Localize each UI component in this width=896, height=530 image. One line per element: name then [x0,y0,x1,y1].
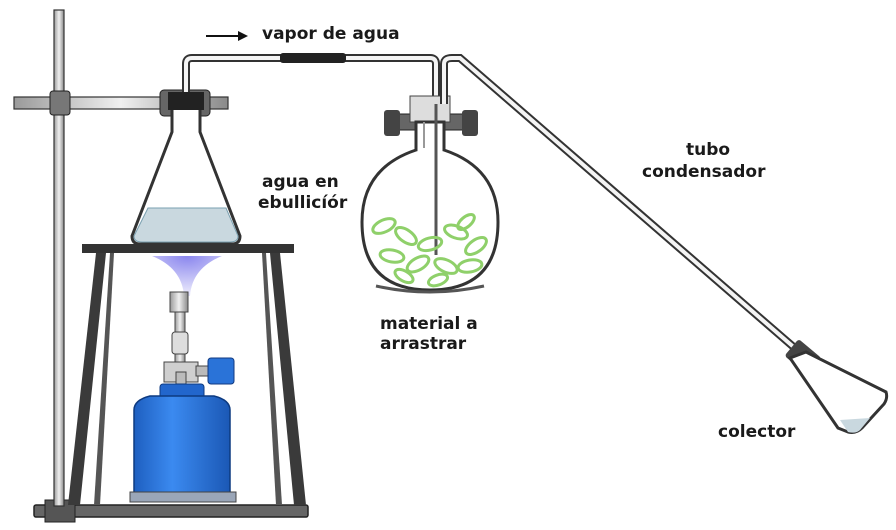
stand-rod [53,9,65,507]
flame [152,256,222,296]
label-agua-line1: agua en [262,172,339,192]
label-agua-line2: ebullicíór [258,193,348,213]
valve-knob [207,357,235,385]
tripod [68,244,306,505]
burner-icon [152,256,235,387]
rubber-connector [280,53,346,63]
label-tubo-line1: tubo [686,140,731,160]
arrow-right-icon [206,31,248,41]
stand-clamp [49,90,71,116]
leaf-icon [371,213,488,288]
collector-flask [787,350,889,434]
vapor-tube [182,53,440,104]
tripod-top [82,244,294,253]
boiling-water [133,207,239,243]
flask-stopper [168,92,204,110]
label-material-line2: arrastrar [380,334,467,354]
distillate [840,418,870,433]
label-colector: colector [718,422,796,442]
erlenmeyer-flask [130,92,242,246]
gas-canister-icon [129,383,237,503]
label-vapor: vapor de agua [262,24,400,44]
condenser-tube [440,54,821,374]
label-tubo-line2: condensador [642,162,766,182]
label-material-line1: material a [380,314,478,334]
round-flask [360,95,500,294]
stand-base [33,504,309,518]
